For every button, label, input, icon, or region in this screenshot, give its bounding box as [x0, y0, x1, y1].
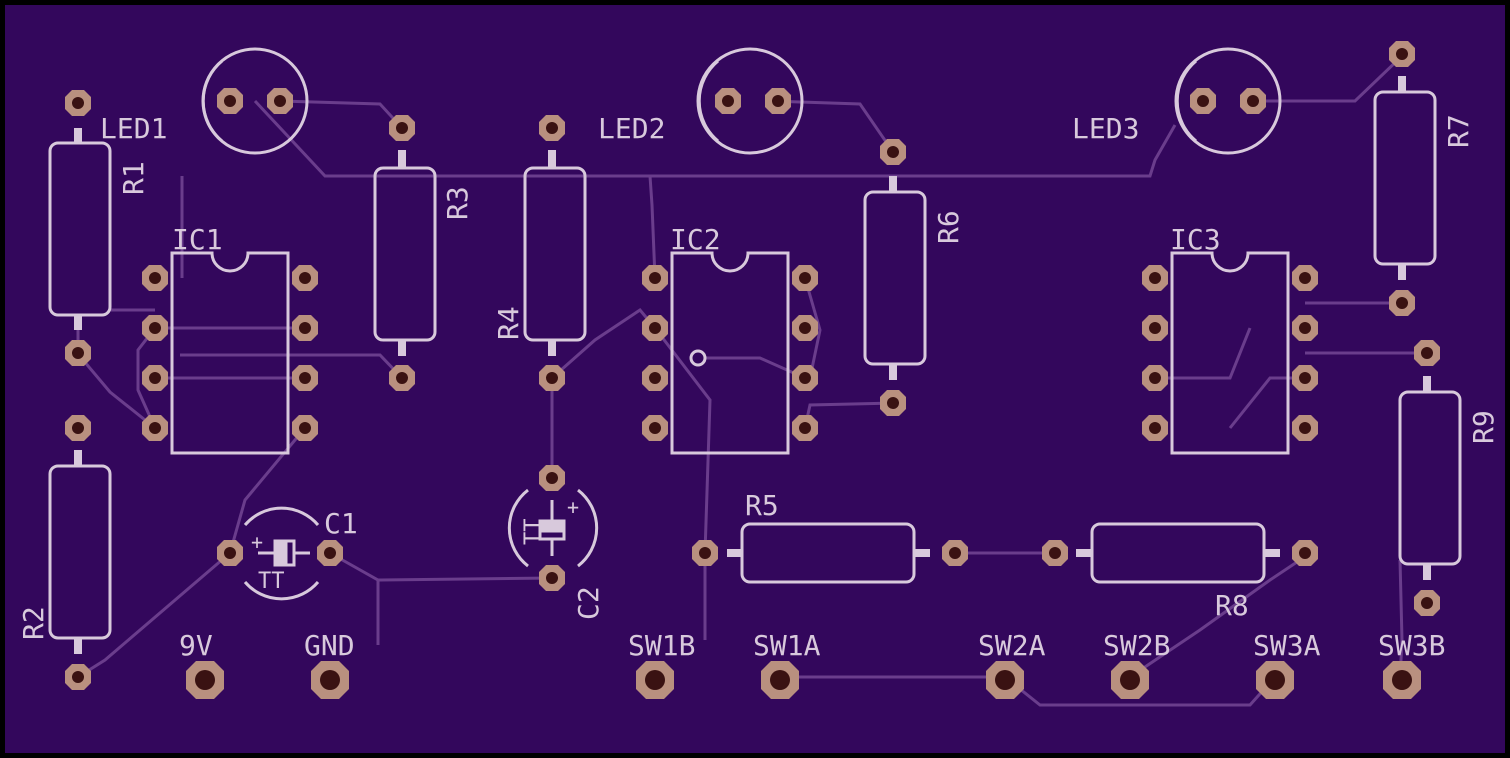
svg-text:TT: TT	[521, 519, 546, 546]
label-9v: 9V	[179, 629, 213, 662]
label-led1: LED1	[100, 112, 167, 145]
label-ic2: IC2	[670, 223, 721, 256]
terminal-gnd-pad	[311, 661, 349, 699]
label-gnd: GND	[304, 629, 355, 662]
label-sw3b: SW3B	[1378, 629, 1445, 662]
label-sw3a: SW3A	[1253, 629, 1321, 662]
label-led2: LED2	[598, 112, 665, 145]
label-r5: R5	[745, 489, 779, 522]
label-r6: R6	[932, 210, 965, 244]
label-r9: R9	[1467, 410, 1500, 444]
terminal-sw1b-pad	[636, 661, 674, 699]
label-r3: R3	[441, 186, 474, 220]
label-r8: R8	[1215, 589, 1249, 622]
svg-text:+: +	[251, 530, 263, 554]
label-ic3: IC3	[1170, 223, 1221, 256]
label-c1: C1	[324, 507, 358, 540]
label-sw2a: SW2A	[978, 629, 1046, 662]
label-sw2b: SW2B	[1103, 629, 1170, 662]
terminal-sw3a-pad	[1256, 661, 1294, 699]
svg-text:+: +	[567, 495, 579, 519]
label-r1: R1	[117, 161, 150, 195]
label-led3: LED3	[1072, 112, 1139, 145]
label-sw1a: SW1A	[753, 629, 821, 662]
polarity-marks: + + TT TT	[251, 495, 579, 594]
terminal-sw3b-pad	[1383, 661, 1421, 699]
terminal-sw2a-pad	[986, 661, 1024, 699]
label-ic1: IC1	[172, 223, 223, 256]
label-c2: C2	[572, 586, 605, 620]
terminal-9v-pad	[186, 661, 224, 699]
silkscreen	[48, 47, 1462, 654]
label-r2: R2	[17, 606, 50, 640]
svg-text:TT: TT	[258, 569, 285, 594]
label-r4: R4	[492, 306, 525, 340]
label-r7: R7	[1442, 114, 1475, 148]
terminal-sw2b-pad	[1111, 661, 1149, 699]
label-sw1b: SW1B	[628, 629, 695, 662]
terminal-sw1a-pad	[761, 661, 799, 699]
